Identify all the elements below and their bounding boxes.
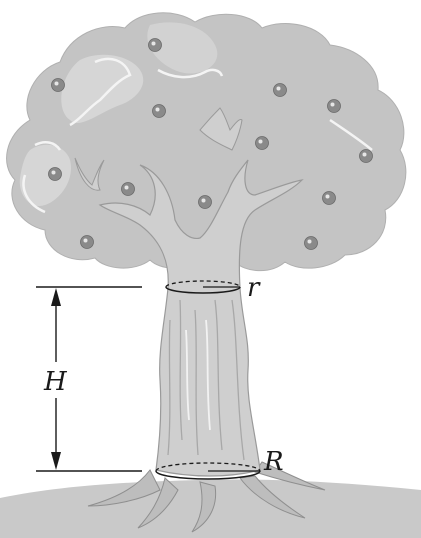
- fruit-12: [80, 235, 94, 249]
- height-dimension: [36, 286, 142, 472]
- top-cross-section: [165, 280, 241, 294]
- fruit-8: [48, 167, 62, 181]
- height-label: H: [43, 367, 68, 397]
- fruit-10: [198, 195, 212, 209]
- fruit-5-highlight: [330, 102, 335, 107]
- branch-upper: [199, 107, 243, 151]
- trunk-highlights: [185, 319, 211, 431]
- bottom-radius-label: R: [263, 447, 284, 477]
- foliage-highlight-low: [19, 144, 71, 206]
- fruit-11-highlight: [325, 194, 330, 199]
- fruit-1: [148, 38, 162, 52]
- fruit-5: [327, 99, 341, 113]
- fruit-7-highlight: [362, 152, 367, 157]
- fruit-2-highlight: [54, 81, 59, 86]
- trunk: [98, 159, 304, 477]
- fruit-1-highlight: [151, 41, 156, 46]
- fruit-12-highlight: [83, 238, 88, 243]
- fruit-6: [255, 136, 269, 150]
- leaf-edges: [22, 57, 373, 214]
- fruit-3: [152, 104, 166, 118]
- trunk-bark: [167, 299, 245, 461]
- fruit-9: [121, 182, 135, 196]
- top-ellipse-front: [165, 286, 241, 294]
- height-arrowhead-up: [51, 288, 61, 306]
- roots: [87, 461, 326, 533]
- bottom-ellipse-back: [155, 462, 261, 472]
- bottom-cross-section: [155, 462, 261, 480]
- fruit-13: [304, 236, 318, 250]
- foliage-highlight-left: [61, 54, 144, 123]
- bottom-ellipse-front: [155, 470, 261, 480]
- fruit-9-highlight: [124, 185, 129, 190]
- foliage-highlight-center: [147, 22, 218, 74]
- top-radius-label: r: [247, 273, 261, 303]
- fruits: [48, 38, 373, 250]
- fruit-13-highlight: [307, 239, 312, 244]
- height-arrowhead-down: [51, 452, 61, 470]
- fruit-3-highlight: [155, 107, 160, 112]
- fruit-4: [273, 83, 287, 97]
- fruit-6-highlight: [258, 139, 263, 144]
- fruit-11: [322, 191, 336, 205]
- top-ellipse-back: [165, 280, 241, 288]
- fruit-10-highlight: [201, 198, 206, 203]
- fruit-2: [51, 78, 65, 92]
- fruit-7: [359, 149, 373, 163]
- fruit-8-highlight: [51, 170, 56, 175]
- fruit-4-highlight: [276, 86, 281, 91]
- branch-left: [74, 157, 105, 191]
